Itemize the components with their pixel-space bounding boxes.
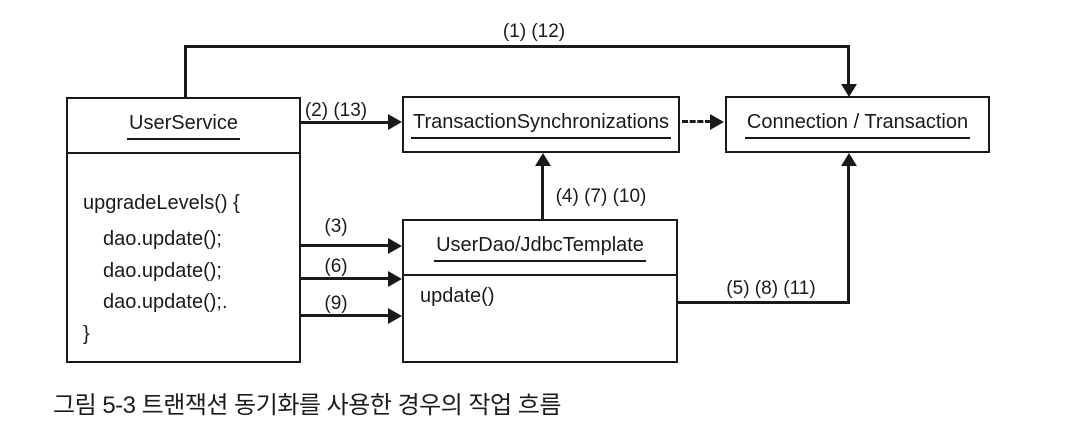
label-step-3: (3) <box>324 216 348 237</box>
arrow-dao-call-1-line <box>301 244 388 247</box>
arrowhead-right-icon <box>388 271 402 287</box>
arrow-dao-call-2-line <box>301 277 388 280</box>
code-line-upgrade-levels: upgradeLevels() { <box>83 192 240 214</box>
label-steps-1-12: (1) (12) <box>502 21 566 42</box>
arrowhead-right-icon <box>388 308 402 324</box>
user-service-box: UserService upgradeLevels() { dao.update… <box>66 97 301 363</box>
connection-transaction-title: Connection / Transaction <box>744 111 971 139</box>
arrow-service-to-connection-left-vertical-line <box>184 45 187 98</box>
connection-transaction-box: Connection / Transaction <box>725 96 990 153</box>
arrowhead-right-icon <box>710 114 724 130</box>
dashed-arrow-sync-to-connection-line <box>682 120 711 123</box>
label-steps-2-13: (2) (13) <box>304 100 368 121</box>
arrow-service-to-connection-horizontal-line <box>184 45 850 48</box>
label-steps-5-8-11: (5) (8) (11) <box>726 278 816 299</box>
arrowhead-up-icon <box>841 153 857 166</box>
arrow-service-to-sync-line <box>301 121 389 124</box>
arrow-dao-to-sync-line <box>541 165 544 219</box>
arrowhead-down-icon <box>841 84 857 97</box>
label-step-9: (9) <box>324 293 348 314</box>
transaction-synchronizations-title: TransactionSynchronizations <box>410 111 672 139</box>
arrow-service-to-connection-right-vertical-line <box>847 45 850 85</box>
code-line-dao-update-1: dao.update(); <box>103 228 222 250</box>
arrowhead-right-icon <box>388 238 402 254</box>
user-dao-title: UserDao/JdbcTemplate <box>434 234 646 262</box>
transaction-synchronizations-box: TransactionSynchronizations <box>402 96 680 153</box>
user-dao-method-update: update() <box>420 285 495 307</box>
arrow-dao-call-3-line <box>301 314 388 317</box>
label-step-6: (6) <box>324 256 348 277</box>
user-dao-box: UserDao/JdbcTemplate update() <box>402 219 678 363</box>
arrowhead-up-icon <box>535 153 551 166</box>
user-dao-title-compartment: UserDao/JdbcTemplate <box>404 221 676 276</box>
label-steps-4-7-10: (4) (7) (10) <box>555 186 647 207</box>
user-service-title-compartment: UserService <box>68 99 299 154</box>
code-line-closing-brace: } <box>83 323 90 345</box>
user-service-title: UserService <box>127 112 240 140</box>
code-line-dao-update-2: dao.update(); <box>103 260 222 282</box>
arrow-dao-to-connection-horizontal-line <box>677 301 850 304</box>
arrowhead-right-icon <box>388 114 402 130</box>
arrow-dao-to-connection-vertical-line <box>847 165 850 304</box>
code-line-dao-update-3: dao.update();. <box>103 291 228 313</box>
figure-caption: 그림 5-3 트랜잭션 동기화를 사용한 경우의 작업 흐름 <box>53 392 561 419</box>
